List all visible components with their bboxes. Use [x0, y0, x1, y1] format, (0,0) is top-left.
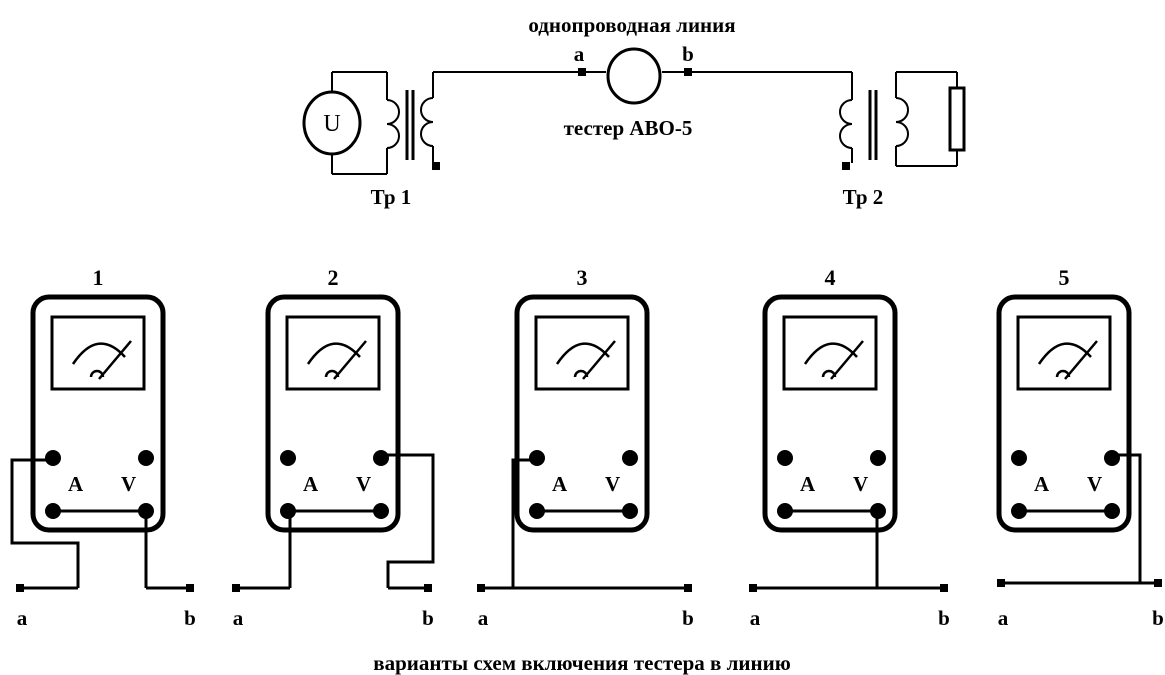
tester-body — [762, 294, 898, 533]
variant-number: 3 — [577, 265, 588, 290]
terminal-v-top — [870, 450, 886, 466]
line-end-a — [997, 579, 1005, 587]
load-resistor — [948, 86, 966, 152]
line-end-b — [186, 584, 194, 592]
tester-variants: A V 1 a b A V 2 a b A V 3 a b A V 4 a b A V 5 a b — [10, 265, 1164, 630]
terminal-a-label: A — [303, 472, 319, 496]
line-b-label: b — [184, 606, 196, 630]
connection-wire — [511, 458, 538, 588]
variant-number: 5 — [1059, 265, 1070, 290]
line-b-label: b — [1152, 606, 1164, 630]
line-end-a — [477, 584, 485, 592]
terminal-a-top — [529, 450, 545, 466]
terminal-v-label: V — [356, 472, 371, 496]
terminal-a-top — [1011, 450, 1027, 466]
connection-wire — [1110, 453, 1142, 583]
needle-pivot — [1055, 369, 1071, 378]
line-b-label: b — [422, 606, 434, 630]
terminal-v-label: V — [853, 472, 868, 496]
terminal-v-label: V — [605, 472, 620, 496]
meter-scale-arc — [306, 342, 361, 365]
meter-scale-arc — [1037, 342, 1092, 365]
line-end-a — [16, 584, 24, 592]
transformer-1-symbol — [386, 72, 440, 174]
top-circuit — [302, 47, 966, 175]
line-a-label: a — [750, 606, 761, 630]
terminal-a-label: A — [552, 472, 568, 496]
tester-variant-3: A V 3 a b — [477, 265, 694, 630]
caption: варианты схем включения тестера в линию — [373, 651, 791, 675]
line-end-b — [1154, 579, 1162, 587]
needle-pivot — [573, 369, 589, 378]
meter-scale-arc — [71, 342, 126, 365]
needle-pivot — [821, 369, 837, 378]
line-a-label: a — [17, 606, 28, 630]
meter-window — [50, 315, 146, 391]
meter-scale-arc — [803, 342, 858, 365]
point-b-label: b — [682, 42, 694, 66]
meter-needle — [582, 340, 616, 380]
tester-body — [514, 294, 650, 533]
needle-pivot — [89, 369, 105, 378]
connection-wire — [10, 458, 80, 588]
line-end-a — [749, 584, 757, 592]
line-b-label: b — [682, 606, 694, 630]
tester-label: тестер АВО-5 — [564, 116, 693, 140]
terminal-a-top — [45, 450, 61, 466]
meter-scale-arc — [555, 342, 610, 365]
transformer-2-label: Тр 2 — [843, 185, 884, 209]
line-a-label: a — [478, 606, 489, 630]
variant-number: 1 — [93, 265, 104, 290]
tester-variant-1: A V 1 a b — [10, 265, 196, 630]
terminal-a-label: A — [1034, 472, 1050, 496]
variant-number: 2 — [328, 265, 339, 290]
line-a-label: a — [233, 606, 244, 630]
line-end-b — [684, 584, 692, 592]
terminal-a-top — [280, 450, 296, 466]
terminal-a-top — [777, 450, 793, 466]
terminal-v-top — [373, 450, 389, 466]
terminal-v-label: V — [121, 472, 136, 496]
line-end-b — [940, 584, 948, 592]
line-end-a — [232, 584, 240, 592]
tester-variant-4: A V 4 a b — [749, 265, 950, 630]
terminal-a-label: A — [68, 472, 84, 496]
terminal-a-label: A — [800, 472, 816, 496]
tester-circle — [606, 47, 662, 105]
tester-body — [265, 294, 401, 533]
variant-number: 4 — [825, 265, 836, 290]
meter-window — [782, 315, 878, 391]
meter-needle — [98, 340, 132, 380]
transformer-2-symbol — [839, 71, 966, 170]
meter-window — [534, 315, 630, 391]
line-label: однопроводная линия — [528, 13, 735, 37]
single-wire-line — [433, 47, 852, 105]
tester-body — [30, 294, 166, 533]
point-a-label: a — [574, 42, 585, 66]
terminal-v-top — [138, 450, 154, 466]
terminal-v-top — [1104, 450, 1120, 466]
line-b-label: b — [938, 606, 950, 630]
terminal-v-label: V — [1087, 472, 1102, 496]
transformer-1-label: Тр 1 — [371, 185, 412, 209]
terminal-v-top — [622, 450, 638, 466]
needle-pivot — [324, 369, 340, 378]
tester-variant-5: A V 5 a b — [996, 265, 1164, 630]
connection-wire — [383, 453, 435, 588]
meter-window — [285, 315, 381, 391]
line-a-label: a — [998, 606, 1009, 630]
meter-needle — [1064, 340, 1098, 380]
meter-window — [1016, 315, 1112, 391]
meter-needle — [830, 340, 864, 380]
tester-variant-2: A V 2 a b — [232, 265, 435, 630]
tester-body — [996, 294, 1132, 533]
voltage-source — [302, 71, 387, 175]
meter-needle — [333, 340, 367, 380]
line-end-b — [424, 584, 432, 592]
source-symbol: U — [323, 111, 340, 137]
